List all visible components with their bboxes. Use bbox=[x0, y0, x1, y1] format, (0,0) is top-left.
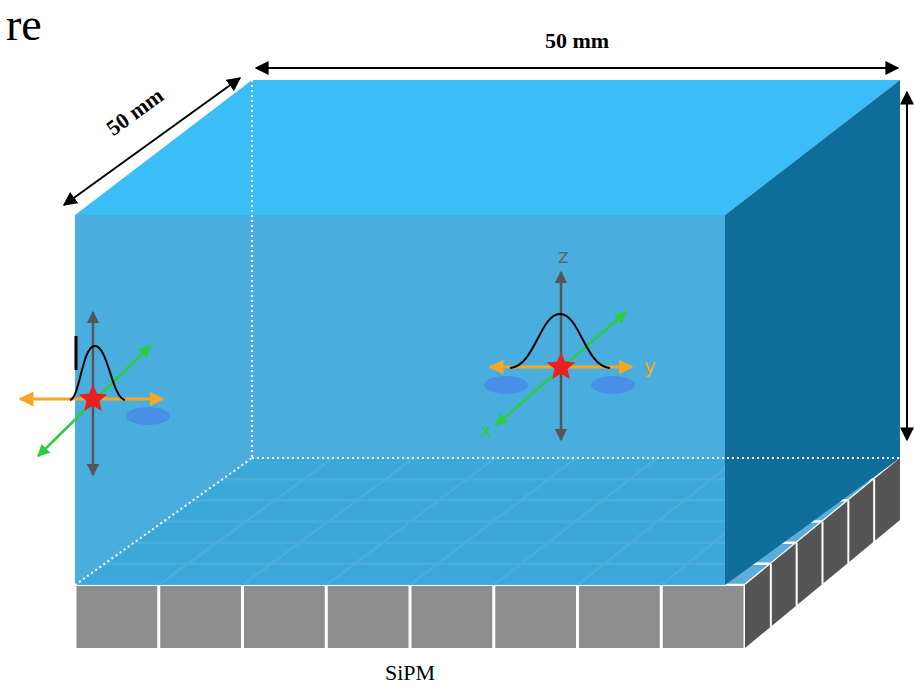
sipm-blocks bbox=[77, 586, 744, 648]
device-label: SiPM bbox=[385, 662, 435, 684]
hidden-edges bbox=[75, 80, 900, 585]
dimension-arrow bbox=[64, 78, 240, 205]
event-right bbox=[484, 272, 635, 440]
dimension-label: 50 mm bbox=[103, 84, 168, 140]
axis-label: z bbox=[558, 246, 569, 266]
crystal-side bbox=[725, 80, 900, 585]
crystal-front bbox=[75, 215, 725, 585]
axis-label: y bbox=[644, 356, 656, 376]
dimension-arrow bbox=[906, 92, 908, 440]
dimension-arrow bbox=[256, 67, 898, 69]
axis-label: x bbox=[480, 420, 492, 440]
event-left bbox=[20, 312, 170, 475]
title-fragment: re bbox=[6, 2, 42, 48]
dimension-label: 50 mm bbox=[545, 30, 609, 52]
